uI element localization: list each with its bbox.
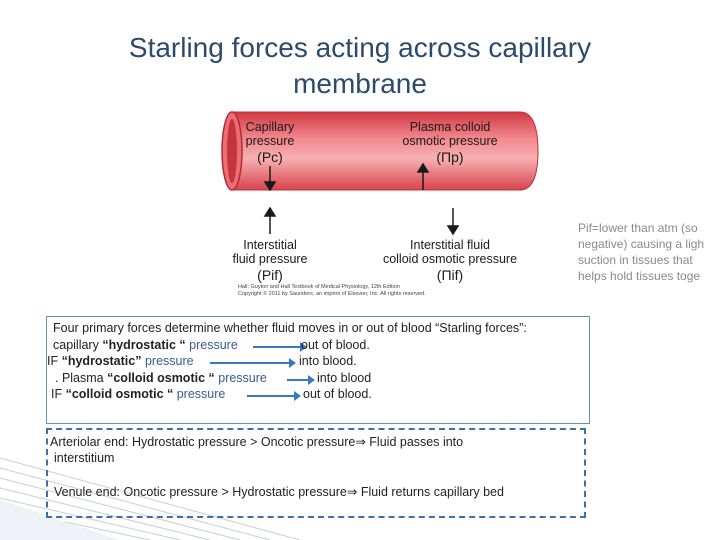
force-line-1: capillary “hydrostatic “ pressure	[53, 338, 238, 352]
venule-end-line: Venule end: Oncotic pressure > Hydrostat…	[54, 485, 504, 499]
title-line-2: membrane	[293, 68, 427, 99]
capillary-figure: Capillary pressure (Pc) Plasma colloid o…	[221, 111, 539, 297]
force-line-3: . Plasma “colloid osmotic “ pressure	[55, 371, 267, 385]
implies-arrow-icon: ⇒	[346, 485, 358, 499]
arrow-down-icon	[263, 166, 277, 192]
capillary-ends-box: Arteriolar end: Hydrostatic pressure > O…	[46, 428, 586, 518]
force-line-2: IF “hydrostatic” pressure	[47, 354, 194, 368]
force-line-2-direction: into blood.	[299, 354, 357, 368]
force-line-4-direction: out of blood.	[303, 387, 372, 401]
figure-credit-1: Hall: Guyton and Hall Textbook of Medica…	[238, 284, 400, 290]
plasma-colloid-symbol: (Πp)	[436, 149, 463, 165]
interstitial-fluid-label-1: Interstitial	[243, 238, 297, 252]
forces-intro: Four primary forces determine whether fl…	[53, 321, 527, 335]
force-line-1-direction: out of blood.	[301, 338, 370, 352]
arteriolar-end-line-2: interstitium	[54, 451, 115, 465]
capillary-pressure-label-1: Capillary	[246, 120, 295, 134]
plasma-colloid-label-1: Plasma colloid	[410, 120, 491, 134]
force-line-4: IF “colloid osmotic “ pressure	[51, 387, 226, 401]
side-note-line: Pif=lower than atm (so	[578, 221, 698, 235]
slide-title: Starling forces acting across capillary …	[40, 30, 680, 102]
corner-decoration	[0, 457, 300, 540]
arrow-right-icon	[210, 358, 296, 368]
arrow-right-icon	[247, 391, 301, 401]
interstitial-colloid-symbol: (Πif)	[437, 267, 463, 283]
figure-credit-2: Copyright © 2011 by Saunders, an imprint…	[238, 290, 426, 297]
capillary-pressure-symbol: (Pc)	[257, 149, 283, 165]
arrow-down-icon	[446, 208, 460, 236]
side-note-line: suction in tissues that	[578, 253, 693, 267]
interstitial-colloid-label-2: colloid osmotic pressure	[383, 252, 517, 266]
interstitial-fluid-symbol: (Pif)	[257, 267, 283, 283]
capillary-tube	[221, 111, 539, 191]
arrow-up-icon	[263, 206, 277, 234]
title-line-1: Starling forces acting across capillary	[128, 32, 592, 63]
starling-forces-box: Four primary forces determine whether fl…	[46, 316, 590, 424]
side-note-line: helps hold tissues toge	[578, 269, 701, 283]
force-line-3-direction: into blood	[317, 371, 372, 385]
implies-arrow-icon: ⇒	[355, 435, 366, 449]
interstitial-fluid-label-2: fluid pressure	[232, 252, 307, 266]
side-note: Pif=lower than atm (so negative) causing…	[578, 220, 720, 284]
interstitial-colloid-label-1: Interstitial fluid	[410, 238, 490, 252]
side-note-line: negative) causing a ligh	[578, 237, 705, 251]
arteriolar-end-line: Arteriolar end: Hydrostatic pressure > O…	[50, 435, 464, 449]
arrow-up-icon	[416, 162, 430, 190]
arrow-right-icon	[287, 375, 315, 385]
capillary-pressure-label-2: pressure	[246, 134, 295, 148]
arrow-right-icon	[253, 342, 307, 352]
plasma-colloid-label-2: osmotic pressure	[402, 134, 497, 148]
